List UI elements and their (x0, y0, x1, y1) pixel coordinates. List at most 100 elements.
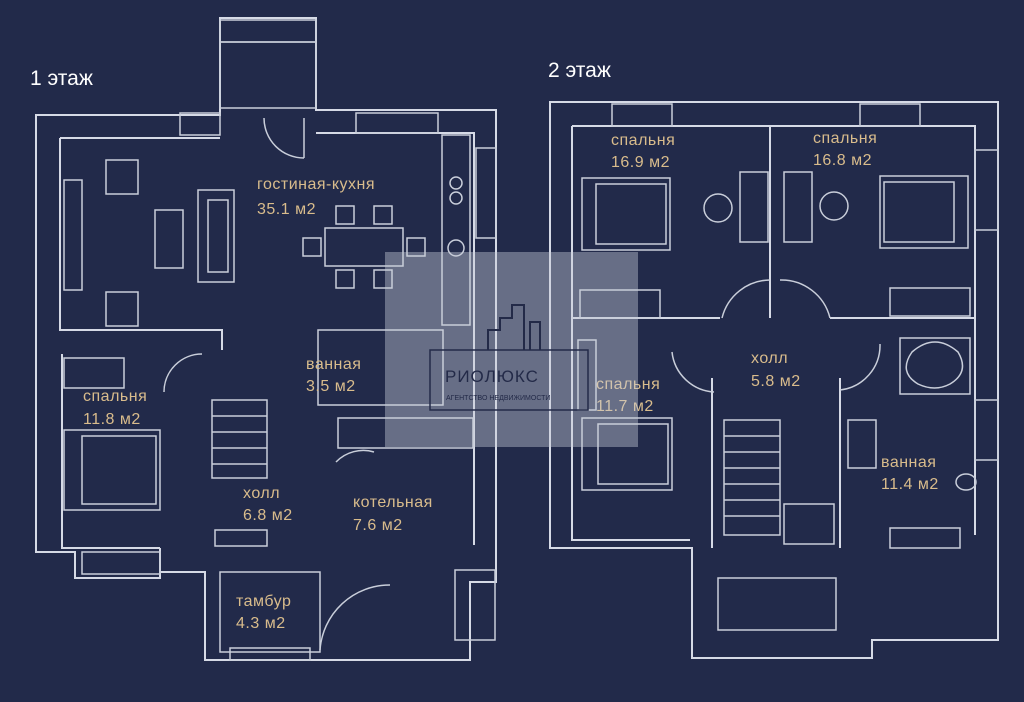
chair (373, 205, 393, 225)
round-table (819, 191, 849, 221)
room-area: 7.6 м2 (353, 517, 403, 534)
staircase (723, 419, 781, 536)
desk (783, 171, 813, 243)
room-name: спальня (596, 376, 660, 393)
door-swing (721, 279, 771, 319)
room-name: тамбур (236, 593, 291, 610)
chair (302, 237, 322, 257)
door-swing (263, 117, 305, 159)
wardrobe (889, 287, 971, 317)
second-floor-plan (549, 101, 999, 659)
armchair (105, 159, 139, 195)
room-area: 3.5 м2 (306, 378, 356, 395)
room-name: холл (751, 350, 788, 367)
staircase (211, 399, 268, 479)
stove-burner (449, 176, 463, 190)
room-area: 11.4 м2 (881, 476, 939, 493)
room-name: ванная (881, 454, 936, 471)
room-label-bathroom-2: ванная 11.4 м2 (881, 454, 939, 493)
vanity (847, 419, 877, 469)
bed (63, 429, 161, 511)
room-area: 16.9 м2 (611, 154, 670, 171)
dining-table (324, 227, 404, 267)
coffee-table (154, 209, 184, 269)
wardrobe (579, 289, 661, 319)
room-name: спальня (611, 132, 675, 149)
room-area: 16.8 м2 (813, 152, 872, 169)
window (611, 103, 673, 127)
tv-unit (63, 179, 83, 291)
second-floor-outer-wall (549, 101, 999, 659)
stove-burner (449, 191, 463, 205)
room-label-hall-2: холл 5.8 м2 (751, 350, 801, 390)
wardrobe (63, 357, 125, 389)
door-swing (839, 343, 881, 391)
room-label-bathroom-1: ванная 3.5 м2 (306, 356, 361, 395)
watermark-tagline: АГЕНТСТВО НЕДВИЖИМОСТИ (446, 395, 550, 402)
room-label-living-kitchen: гостиная-кухня 35.1 м2 (257, 176, 375, 218)
chair (335, 205, 355, 225)
bathroom-outline (317, 329, 444, 406)
floor-1-label: 1 этаж (30, 67, 93, 90)
window (859, 103, 921, 127)
room-name: спальня (83, 388, 147, 405)
room-name: гостиная-кухня (257, 176, 375, 193)
bed (581, 417, 673, 491)
room-area: 11.8 м2 (83, 411, 141, 428)
window (974, 149, 999, 231)
room-name: котельная (353, 494, 433, 511)
window (355, 112, 439, 134)
armchair (105, 291, 139, 327)
bed-mattress (883, 181, 955, 243)
utility-cabinets (337, 417, 474, 449)
window (179, 112, 221, 136)
sofa (197, 189, 235, 283)
stair-landing (783, 503, 835, 545)
bed-mattress (597, 423, 669, 485)
sofa-seat (207, 199, 229, 273)
door-swing (779, 279, 831, 319)
bathtub-basin (905, 341, 964, 389)
room-area: 5.8 м2 (751, 373, 801, 390)
room-label-tambour: тамбур 4.3 м2 (236, 593, 291, 632)
floor-2-label: 2 этаж (548, 59, 611, 82)
chair (406, 237, 426, 257)
chair (335, 269, 355, 289)
room-area: 6.8 м2 (243, 507, 293, 524)
round-table (703, 193, 733, 223)
window (229, 647, 311, 661)
bed (581, 177, 671, 251)
bed-mattress (595, 183, 667, 245)
stair-steps (724, 435, 780, 517)
window (974, 399, 999, 461)
building-logo-icon (487, 304, 541, 350)
door-swing (319, 584, 391, 651)
door-swing (335, 449, 375, 463)
room-label-hall-1: холл 6.8 м2 (243, 485, 293, 524)
bathtub (899, 337, 971, 395)
room-area: 4.3 м2 (236, 615, 286, 632)
first-floor-outer-wall (35, 17, 497, 661)
desk (739, 171, 769, 243)
watermark-brand: РИОЛЮКС (445, 367, 539, 386)
sink (447, 239, 465, 257)
tambour-outline (219, 571, 321, 653)
first-floor-inner-wall (59, 132, 475, 572)
room-name: холл (243, 485, 280, 502)
stair-steps (212, 415, 267, 465)
watermark-frame (429, 349, 589, 411)
door-swing (671, 351, 715, 393)
room-label-bedroom-1: спальня 11.8 м2 (83, 388, 147, 428)
window (889, 527, 961, 549)
entry-porch (219, 19, 317, 43)
window (81, 551, 161, 575)
first-floor-plan (35, 17, 497, 661)
room-area: 35.1 м2 (257, 201, 316, 218)
watermark: РИОЛЮКС АГЕНТСТВО НЕДВИЖИМОСТИ (385, 252, 638, 447)
door-swing (163, 353, 203, 393)
room-label-bedroom-2: спальня 16.9 м2 (611, 132, 675, 171)
room-label-bedroom-3: спальня 16.8 м2 (813, 130, 877, 169)
bed-mattress (81, 435, 157, 505)
chair (373, 269, 393, 289)
